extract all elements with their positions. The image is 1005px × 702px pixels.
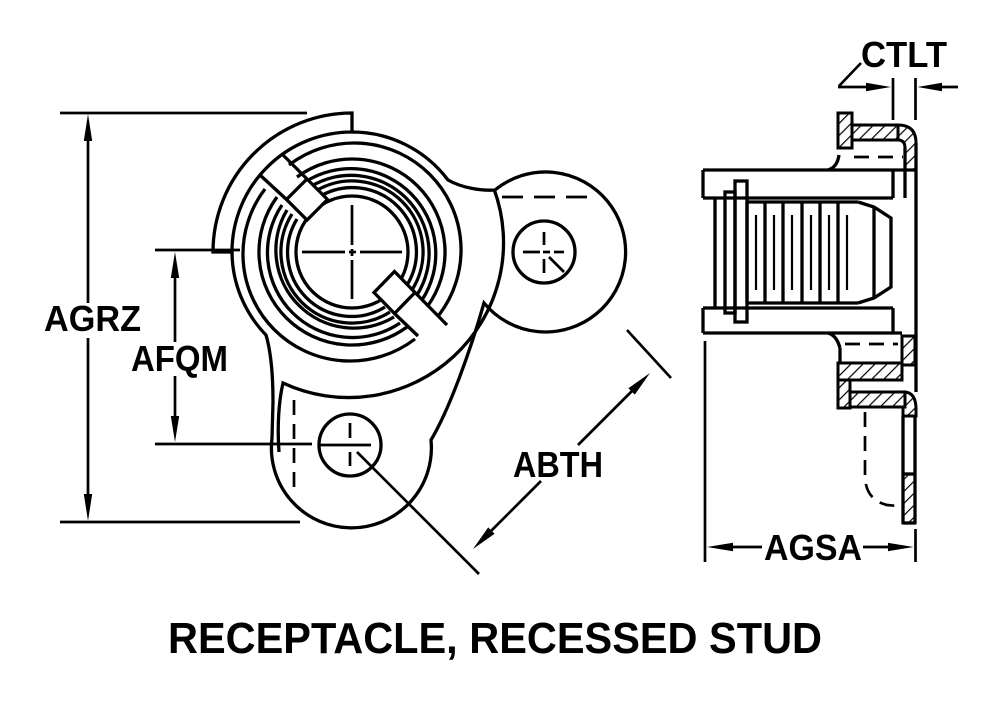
dim-label-agrz: AGRZ [44, 298, 141, 339]
coil-ring [285, 218, 386, 319]
section-bottom-corner [901, 390, 918, 418]
coil-ring [265, 204, 401, 340]
dim-label-agsa: AGSA [764, 527, 862, 568]
coil-ring [304, 167, 438, 301]
arrowhead-up [170, 252, 180, 278]
coil-ring [296, 157, 447, 308]
spring-barrel [745, 200, 893, 305]
body-outline [230, 130, 628, 530]
section-top-tab [836, 111, 854, 150]
section-bottom-band-a [836, 361, 904, 382]
mounting-hole-right [511, 219, 577, 285]
side-section-view [701, 111, 918, 525]
dimensions: AGRZ AFQM ABTH CTLT AGSA [44, 34, 958, 575]
extension-line [356, 451, 480, 575]
key-slot-edge [258, 173, 288, 201]
extension-stub [548, 256, 565, 273]
section-skirt-hatch [901, 472, 917, 525]
bottom-hole-crosshair [320, 423, 371, 466]
coil-ring [309, 173, 431, 296]
recess-rim-arc [287, 141, 463, 317]
center-crosshair [302, 205, 402, 299]
key-slot-edge [280, 152, 309, 181]
dimension-line-abth [577, 388, 635, 446]
mounting-hole-bottom [317, 412, 383, 478]
dimension-line-abth [488, 480, 542, 534]
leader-line-ctlt [838, 62, 862, 87]
page-title: RECEPTACLE, RECESSED STUD [168, 614, 822, 663]
arrowhead-down [83, 494, 93, 521]
dim-label-abth: ABTH [513, 444, 603, 485]
coil-ring [257, 196, 408, 347]
arrowhead-upper-right [628, 373, 650, 395]
stud-recess-hole [294, 194, 410, 310]
section-top-lip-band [850, 123, 900, 142]
key-slot-edge [393, 312, 420, 338]
arrowhead-lower-left [473, 527, 495, 549]
web-boundary-arc [276, 188, 506, 453]
plate-top-scurve [827, 154, 841, 172]
coil-ring [313, 179, 425, 291]
extension-line [626, 329, 672, 379]
coil-ring [279, 213, 391, 325]
right-hole-crosshair [523, 232, 565, 273]
spring-coil-rings [257, 157, 447, 347]
section-bottom-band-b [848, 390, 907, 409]
section-bottom-step [836, 378, 852, 410]
dim-label-afqm: AFQM [131, 338, 228, 379]
retaining-collar [733, 179, 749, 324]
arrowhead-right [888, 542, 914, 552]
section-bottom-roll-strip [900, 334, 917, 367]
key-slot-edge [413, 291, 449, 327]
recess-rim-arc [241, 187, 417, 363]
arrowhead-right [866, 82, 891, 92]
arrowhead-left [707, 542, 733, 552]
outer-flange-arc [211, 111, 354, 254]
coil-ring [274, 209, 395, 330]
section-top-lip-corner [896, 123, 918, 172]
arrowhead-up [83, 114, 93, 141]
key-tab-upper-left [284, 176, 330, 223]
stud-nose [857, 200, 893, 305]
key-tab-lower-right [371, 269, 418, 316]
arrowhead-down [170, 416, 180, 442]
plate-bottom-scurve [827, 331, 842, 349]
hidden-edge-skirt [863, 412, 899, 508]
arrowhead-left [917, 82, 942, 92]
front-view [211, 111, 628, 530]
dim-label-ctlt: CTLT [861, 34, 947, 75]
coil-ring [318, 185, 419, 286]
